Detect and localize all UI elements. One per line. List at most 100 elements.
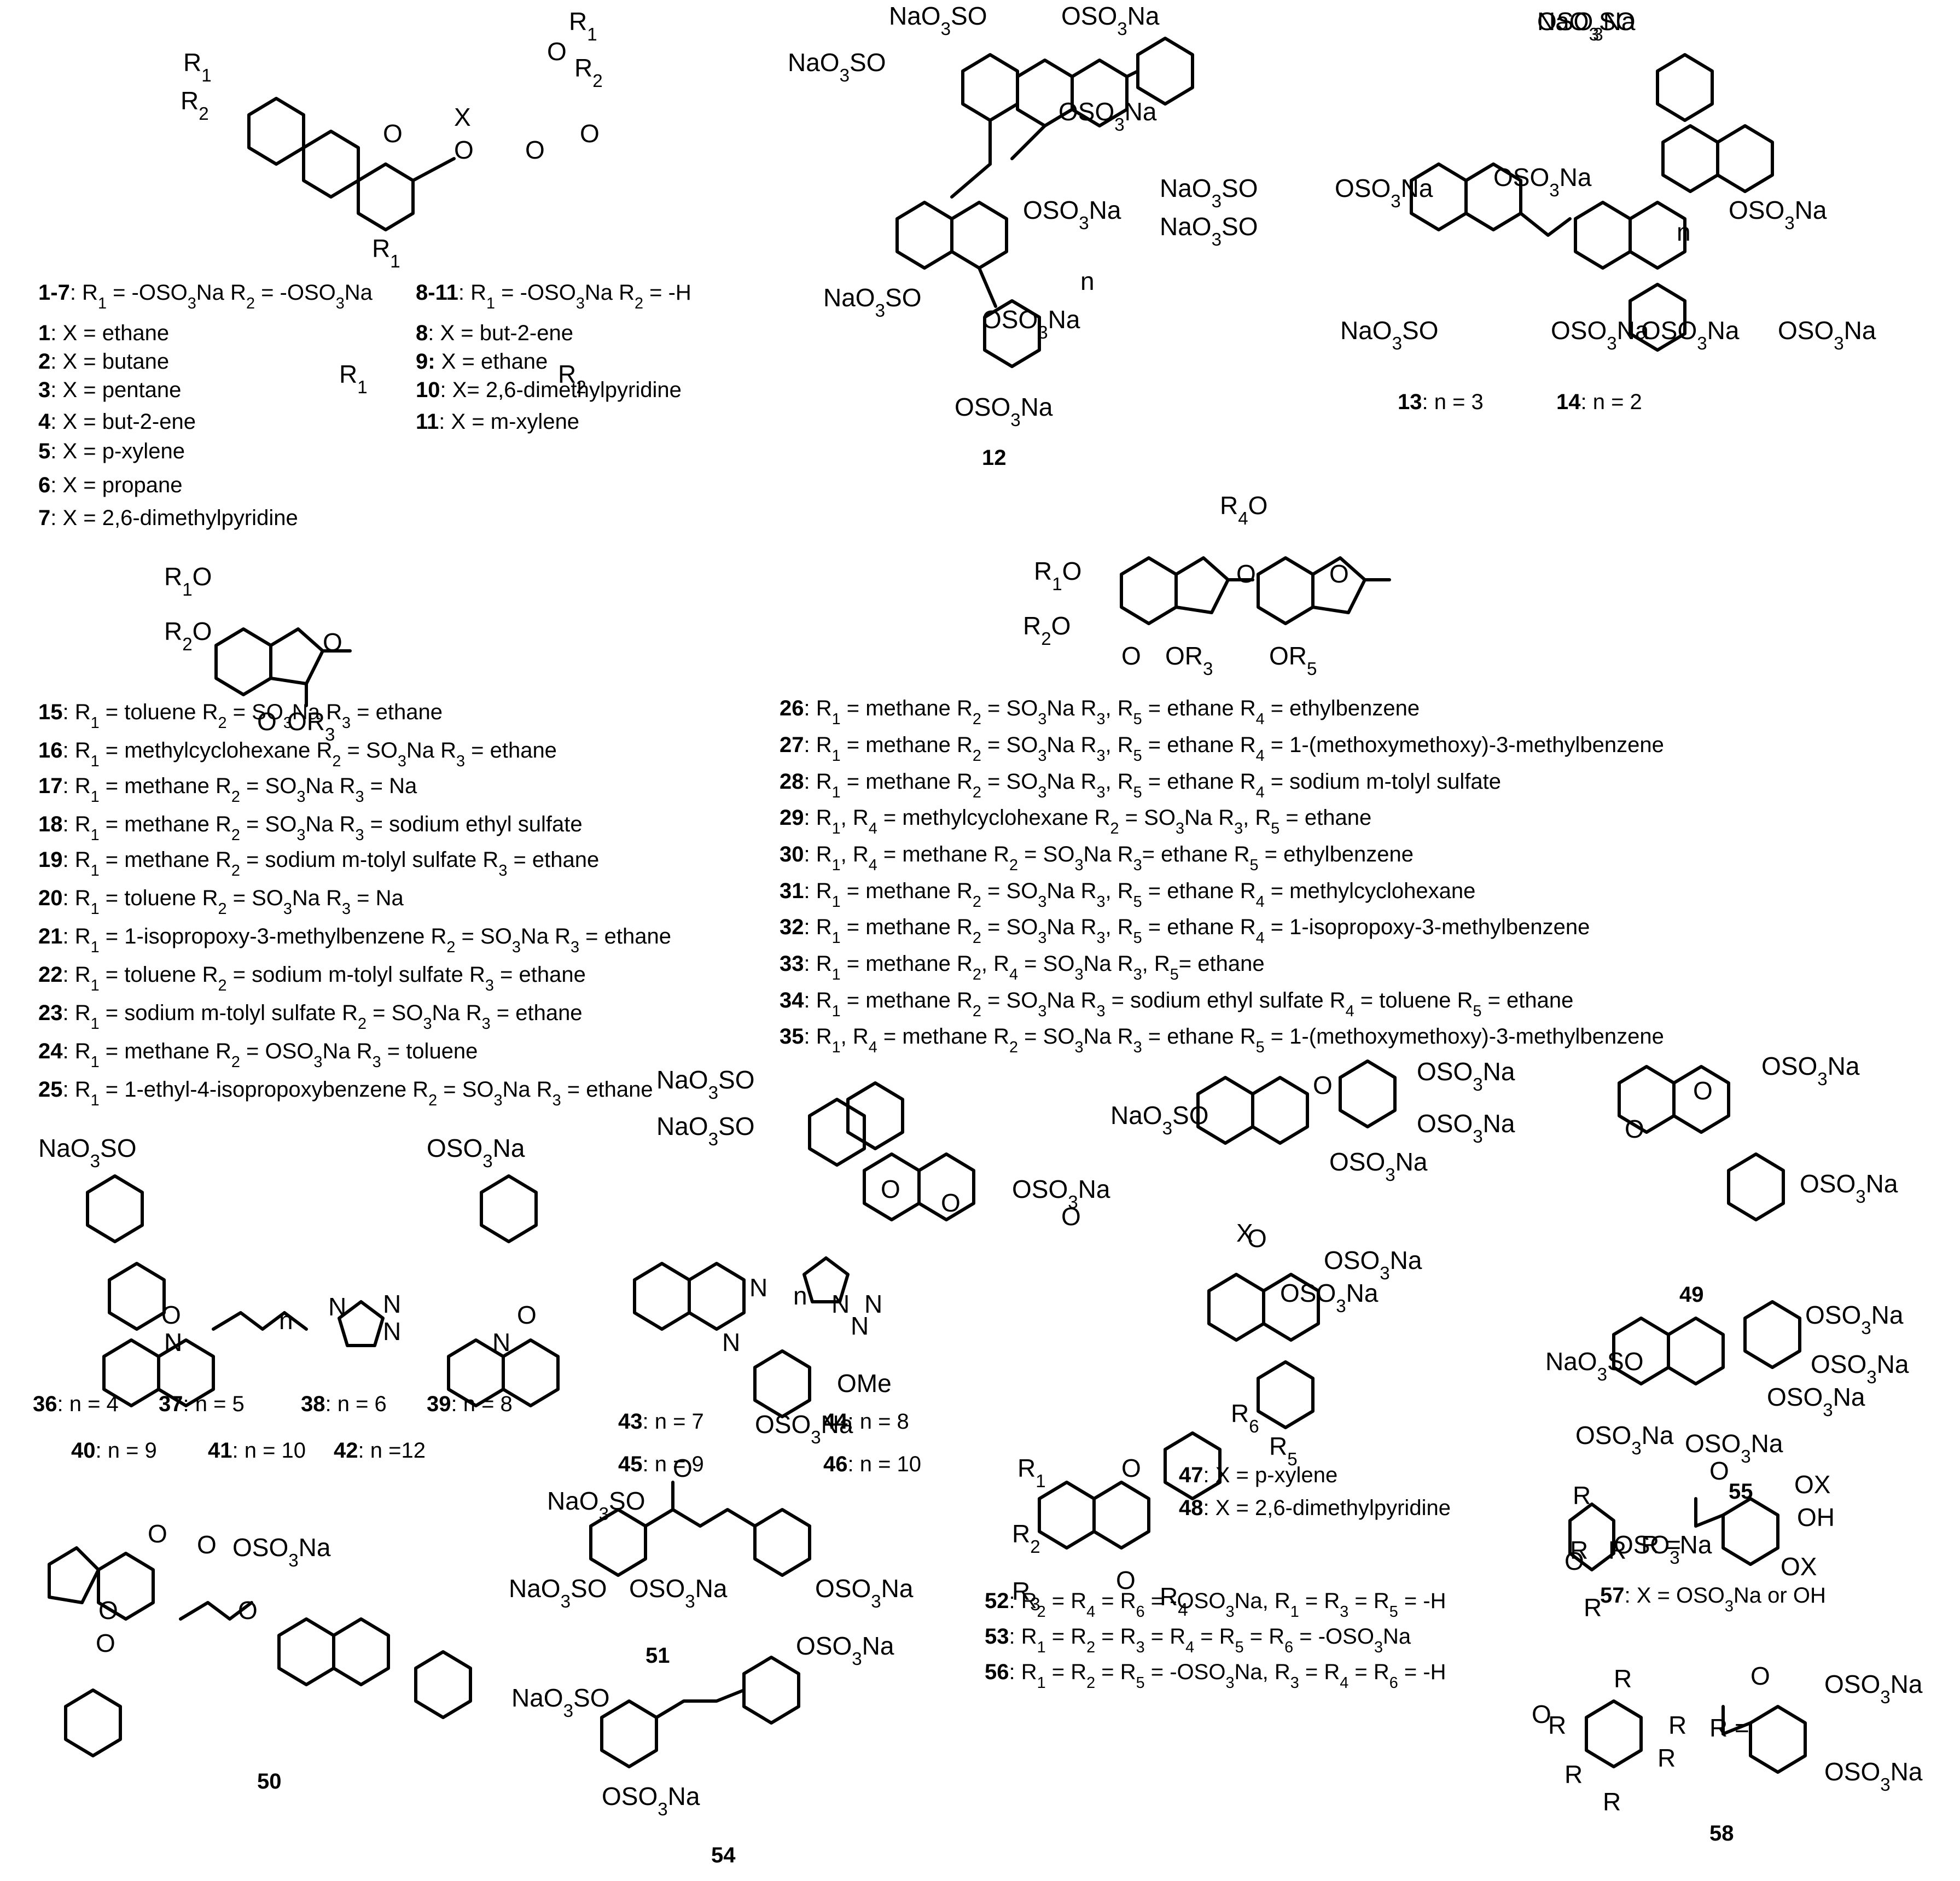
compound-number: 20	[38, 886, 63, 910]
caption-8: 8: X = but-2-ene	[416, 321, 573, 345]
atom-label: R1	[183, 48, 212, 86]
atom-label: O	[1313, 1071, 1333, 1099]
compound-definition: : X = 2,6-dimethylpyridine	[1203, 1496, 1451, 1520]
compound-definition: : R1 = methane R2 = SO3Na R3 = Na	[63, 774, 417, 806]
caption-38: 38: n = 6	[301, 1392, 387, 1416]
atom-label: O	[197, 1530, 217, 1559]
compound-number: 27	[780, 733, 804, 757]
atom-label: R	[1573, 1481, 1591, 1510]
atom-label: O	[1532, 1700, 1551, 1728]
atom-label: O	[161, 1301, 181, 1329]
compound-definition: : X = 2,6-dimethylpyridine	[50, 506, 298, 530]
compound-definition: : X = but-2-ene	[50, 410, 196, 434]
compound-number: 33	[780, 952, 804, 976]
atom-label: OSO3Na	[1058, 97, 1157, 135]
caption-27: 27: R1 = methane R2 = SO3Na R3, R5 = eth…	[780, 733, 1664, 765]
compound-number: 24	[38, 1039, 63, 1063]
compound-number: 53	[985, 1624, 1009, 1649]
caption-42: 42: n =12	[334, 1439, 426, 1463]
atom-label: OSO3Na	[1811, 1350, 1909, 1388]
atom-label: O	[1625, 1115, 1644, 1143]
atom-label: O	[1121, 1454, 1141, 1482]
atom-label: R1O	[1034, 557, 1081, 595]
compound-definition: : X = but-2-ene	[428, 321, 573, 345]
atom-label: n	[793, 1282, 807, 1310]
caption-13: 13: n = 3	[1398, 390, 1484, 414]
atom-label: R2O	[164, 617, 212, 655]
compound-number: 36	[33, 1392, 57, 1416]
atom-label: R	[1584, 1593, 1602, 1622]
atom-label: NaO3SO	[656, 1112, 754, 1150]
compound-number: 55	[1729, 1480, 1753, 1504]
compound-number: 57	[1600, 1583, 1625, 1608]
caption-43: 43: n = 7	[618, 1410, 704, 1434]
atom-label: OSO3Na	[232, 1533, 331, 1571]
compound-number: 8-11	[416, 281, 458, 305]
atom-label: X	[1236, 1219, 1253, 1247]
caption-14: 14: n = 2	[1556, 390, 1642, 414]
atom-label: N	[851, 1312, 869, 1340]
atom-label: NaO3SO	[547, 1487, 645, 1524]
caption-1-7: 1-7: R1 = -OSO3Na R2 = -OSO3Na	[38, 281, 373, 312]
caption-21: 21: R1 = 1-isopropoxy-3-methylbenzene R2…	[38, 924, 671, 956]
atom-label: R1O	[164, 562, 212, 600]
compound-definition: : X = ethane	[50, 321, 169, 345]
atom-label: OR3	[287, 707, 335, 745]
atom-label: O	[323, 628, 342, 656]
compound-number: 46	[823, 1452, 848, 1476]
atom-label: R4O	[1220, 491, 1267, 529]
compound-number: 51	[645, 1644, 670, 1668]
caption-8-11: 8-11: R1 = -OSO3Na R2 = -H	[416, 281, 691, 312]
compound-number: 37	[159, 1392, 183, 1416]
compound-definition: : X = OSO3Na or OH	[1625, 1583, 1826, 1615]
caption-2: 2: X = butane	[38, 350, 169, 374]
atom-label: OSO3Na	[755, 1410, 853, 1448]
compound-definition: : n = 9	[96, 1439, 157, 1463]
atom-label: OSO3Na	[1324, 1246, 1422, 1284]
atom-label: R	[1570, 1536, 1588, 1564]
caption-11: 11: X = m-xylene	[416, 410, 579, 434]
compound-definition: : n = 8	[451, 1392, 513, 1416]
caption-26: 26: R1 = methane R2 = SO3Na R3, R5 = eth…	[780, 696, 1420, 728]
caption-22: 22: R1 = toluene R2 = sodium m-tolyl sul…	[38, 963, 586, 994]
compound-definition: : R1 = -OSO3Na R2 = -H	[458, 281, 691, 312]
compound-definition: : R1 = 1-isopropoxy-3-methylbenzene R2 =…	[63, 924, 671, 956]
atom-label: n	[1677, 218, 1691, 246]
atom-label: R3	[1012, 1577, 1040, 1615]
atom-label: O	[673, 1454, 693, 1482]
atom-label: R2	[558, 360, 586, 398]
atom-label: OSO3Na	[982, 305, 1080, 343]
caption-32: 32: R1 = methane R2 = SO3Na R3, R5 = eth…	[780, 915, 1590, 947]
caption-24: 24: R1 = methane R2 = OSO3Na R3 = toluen…	[38, 1039, 478, 1071]
caption-51: 51	[645, 1644, 670, 1668]
atom-label: R	[1608, 1536, 1626, 1564]
compound-definition: : n = 10	[232, 1439, 306, 1463]
compound-number: 22	[38, 963, 63, 987]
compound-definition: : R1, R4 = methane R2 = SO3Na R3 = ethan…	[804, 1024, 1664, 1056]
atom-label: R2O	[1023, 612, 1071, 649]
atom-label: OSO3Na	[1778, 316, 1876, 354]
atom-label: OSO3Na	[796, 1632, 894, 1669]
atom-label: OR3	[1165, 642, 1213, 679]
compound-definition: : X = p-xylene	[1203, 1463, 1338, 1487]
caption-34: 34: R1 = methane R2 = SO3Na R3 = sodium …	[780, 988, 1573, 1020]
atom-label: R1	[1017, 1454, 1046, 1492]
atom-label: O	[98, 1596, 118, 1624]
compound-definition: : R1 = methane R2 = OSO3Na R3 = toluene	[63, 1039, 478, 1071]
compound-definition: : R1 = methylcyclohexane R2 = SO3Na R3 =…	[63, 738, 557, 770]
compound-number: 9:	[416, 350, 435, 374]
caption-48: 48: X = 2,6-dimethylpyridine	[1179, 1496, 1451, 1520]
atom-label: N	[164, 1328, 182, 1356]
compound-definition: : R2 = R4 = R6 = -OSO3Na, R1 = R3 = R5 =…	[1009, 1589, 1446, 1621]
atom-label: OSO3Na	[602, 1782, 700, 1820]
compound-definition: : X= 2,6-dimethylpyridine	[440, 378, 682, 402]
compound-definition: : R1 = methane R2 = SO3Na R3, R5 = ethan…	[804, 770, 1501, 801]
atom-label: R	[1548, 1711, 1566, 1739]
atom-label: N	[749, 1273, 767, 1302]
atom-label: OSO3Na	[1335, 174, 1433, 212]
caption-50: 50	[257, 1769, 282, 1793]
atom-label: NaO3SO	[823, 283, 921, 321]
atom-label: NaO3SO	[1160, 174, 1258, 212]
atom-label: OR5	[1269, 642, 1317, 679]
atom-label: OSO3Na	[1761, 1052, 1860, 1090]
